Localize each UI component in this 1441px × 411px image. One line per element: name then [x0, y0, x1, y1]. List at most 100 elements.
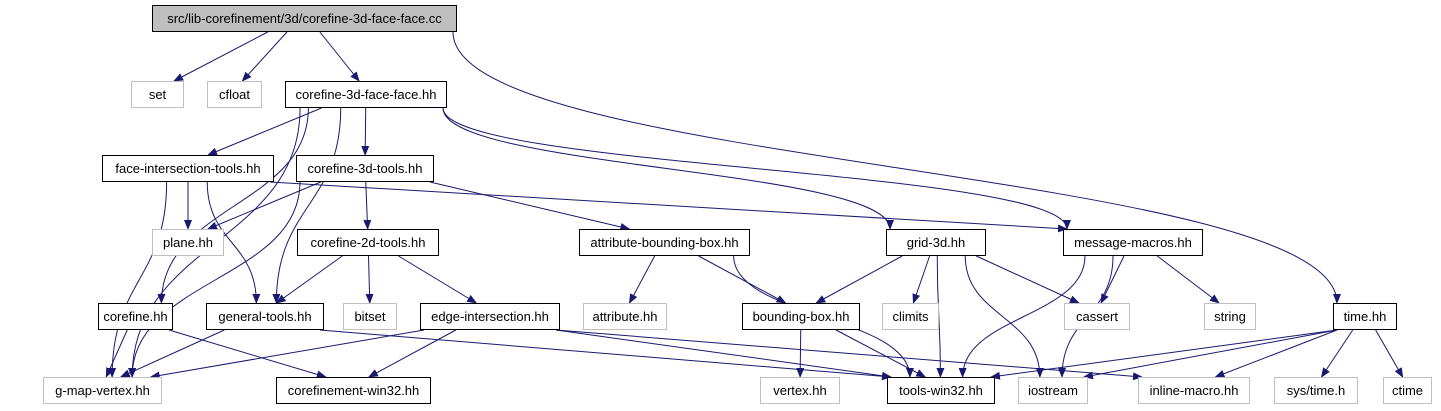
edge-time-to-ctime: [1375, 329, 1404, 378]
node-label: plane.hh: [163, 235, 213, 250]
edge-abb-to-bb: [698, 255, 787, 304]
node-plane: plane.hh: [152, 229, 224, 256]
edge-c3ffhh-to-corefine: [157, 107, 309, 304]
node-label: bitset: [354, 309, 386, 324]
node-grid[interactable]: grid-3d.hh: [886, 229, 986, 256]
node-label: climits: [892, 309, 929, 324]
node-abb[interactable]: attribute-bounding-box.hh: [579, 229, 750, 256]
node-label: time.hh: [1343, 309, 1387, 324]
node-label: bounding-box.hh: [752, 309, 850, 324]
edge-ei-to-gmv: [149, 329, 425, 380]
edge-msg-to-string: [1156, 255, 1220, 304]
edge-msg-to-cassert: [1100, 255, 1125, 304]
edge-gt-to-tw32: [319, 329, 892, 381]
edge-grid-to-cassert: [976, 255, 1080, 304]
edge-c2t-to-gt: [275, 255, 343, 304]
node-label: face-intersection-tools.hh: [115, 161, 261, 176]
node-bitset: bitset: [343, 303, 397, 330]
node-attr: attribute.hh: [583, 303, 667, 330]
edge-ei-to-cw32: [367, 329, 457, 378]
edge-c3t-to-plane: [206, 181, 321, 230]
node-cassert: cassert: [1064, 303, 1130, 330]
node-label: attribute-bounding-box.hh: [590, 235, 739, 250]
edge-grid-to-climits: [912, 255, 931, 304]
node-vertex: vertex.hh: [760, 377, 840, 404]
node-label: src/lib-corefinement/3d/corefine-3d-face…: [167, 11, 442, 26]
node-cfloat: cfloat: [207, 81, 262, 108]
node-cw32[interactable]: corefinement-win32.hh: [276, 377, 431, 404]
node-label: iostream: [1028, 383, 1078, 398]
node-gt[interactable]: general-tools.hh: [206, 303, 324, 330]
node-bb[interactable]: bounding-box.hh: [742, 303, 860, 330]
edge-fit-to-gmv: [108, 181, 168, 378]
edge-time-to-tw32: [990, 329, 1338, 380]
edge-c3ffhh-to-gt: [272, 107, 342, 304]
node-label: corefinement-win32.hh: [287, 383, 420, 398]
edge-ei-to-inline: [555, 329, 1143, 381]
node-label: string: [1214, 309, 1246, 324]
node-inline: inline-macro.hh: [1138, 377, 1250, 404]
edge-time-to-iostream: [1083, 329, 1338, 380]
edge-bb-to-tw32: [835, 329, 927, 378]
node-climits: climits: [882, 303, 939, 330]
node-root: src/lib-corefinement/3d/corefine-3d-face…: [152, 5, 457, 32]
node-label: message-macros.hh: [1074, 235, 1192, 250]
edge-c3t-to-abb: [429, 181, 631, 231]
node-time[interactable]: time.hh: [1333, 303, 1397, 330]
node-msg[interactable]: message-macros.hh: [1063, 229, 1203, 256]
node-systime: sys/time.h: [1274, 377, 1358, 404]
node-label: cassert: [1076, 309, 1118, 324]
edge-root-to-set: [173, 31, 268, 82]
edge-abb-to-attr: [628, 255, 656, 304]
edge-c3ffhh-to-c3t: [361, 107, 370, 156]
node-c3t[interactable]: corefine-3d-tools.hh: [296, 155, 434, 182]
node-label: corefine-3d-face-face.hh: [295, 87, 437, 102]
node-iostream: iostream: [1018, 377, 1088, 404]
edge-root-to-time: [452, 31, 1341, 304]
edge-c2t-to-bitset: [365, 255, 374, 304]
edge-msg-to-tw32: [958, 255, 1086, 378]
edge-gt-to-gmv: [119, 329, 225, 378]
node-label: attribute.hh: [592, 309, 658, 324]
edge-c3ffhh-to-grid: [442, 107, 894, 230]
edge-grid-to-bb: [815, 255, 903, 304]
node-set: set: [131, 81, 184, 108]
node-label: ctime: [1391, 383, 1424, 398]
node-label: cfloat: [218, 87, 251, 102]
node-fit[interactable]: face-intersection-tools.hh: [102, 155, 274, 182]
edge-corefine-to-cw32: [168, 329, 327, 379]
node-label: tools-win32.hh: [899, 383, 983, 398]
edge-bb-to-vertex: [796, 329, 805, 378]
node-label: vertex.hh: [773, 383, 827, 398]
edge-root-to-cfloat: [241, 31, 288, 82]
edge-c3ffhh-to-fit: [207, 107, 322, 156]
edge-time-to-systime: [1320, 329, 1354, 378]
node-c2t[interactable]: corefine-2d-tools.hh: [297, 229, 439, 256]
node-tw32[interactable]: tools-win32.hh: [887, 377, 995, 404]
node-label: g-map-vertex.hh: [55, 383, 150, 398]
node-label: corefine.hh: [103, 309, 168, 324]
node-label: inline-macro.hh: [1149, 383, 1239, 398]
node-label: corefine-3d-tools.hh: [307, 161, 423, 176]
node-corefine[interactable]: corefine.hh: [98, 303, 173, 330]
edge-corefine-to-gmv: [105, 329, 128, 378]
edge-fit-to-msg: [269, 181, 1068, 233]
edge-c3t-to-gmv: [128, 181, 301, 378]
node-label: sys/time.h: [1286, 383, 1346, 398]
node-label: edge-intersection.hh: [431, 309, 549, 324]
node-label: general-tools.hh: [218, 309, 312, 324]
edge-c3t-to-c2t: [363, 181, 372, 230]
edge-c3ffhh-to-msg: [442, 107, 1071, 230]
edge-root-to-c3ffhh: [319, 31, 360, 82]
edge-ei-to-tw32: [555, 329, 892, 380]
node-label: set: [148, 87, 167, 102]
edge-fit-to-gt: [206, 181, 261, 304]
node-gmv: g-map-vertex.hh: [43, 377, 162, 404]
edge-c2t-to-ei: [398, 255, 478, 304]
node-c3ffhh[interactable]: corefine-3d-face-face.hh: [285, 81, 447, 108]
edge-grid-to-iostream: [964, 255, 1044, 378]
node-ei[interactable]: edge-intersection.hh: [420, 303, 560, 330]
node-ctime: ctime: [1383, 377, 1432, 404]
